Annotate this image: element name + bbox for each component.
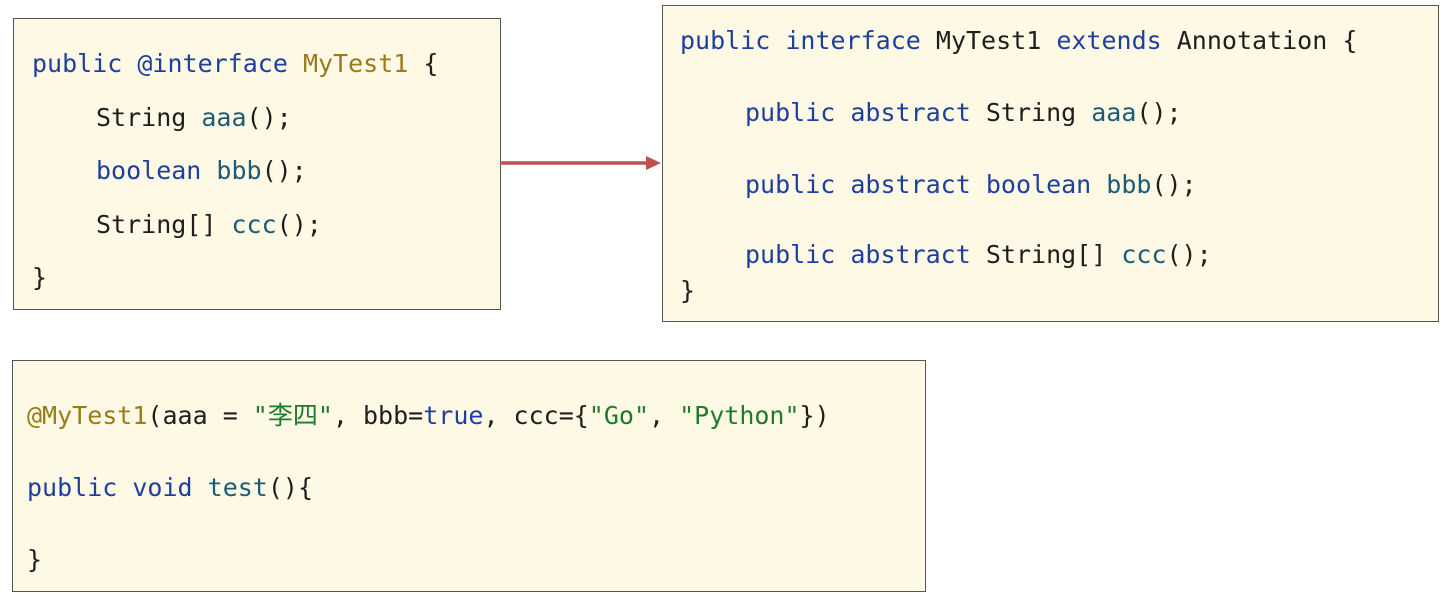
keyword: public [32,49,123,78]
type: String [985,98,1077,127]
method-name: ccc [231,210,277,239]
brace: } [680,276,696,305]
punctuation: (); [246,103,292,132]
argument-name: , ccc={ [483,401,589,430]
code-line: } [27,545,42,575]
punctuation: (); [1151,170,1197,199]
annotation-usage-box: @MyTest1(aaa = "李四", bbb=true, ccc={"Go"… [12,360,926,592]
type: String [96,103,187,132]
type: String[] [96,210,217,239]
code-line: public @interface MyTest1 { [32,49,438,79]
keyword: extends [1056,26,1162,55]
interface-equivalent-box: public interface MyTest1 extends Annotat… [662,5,1439,322]
keyword: public [745,170,836,199]
code-line: public void test(){ [27,473,313,503]
punctuation: ( [147,401,163,430]
brace: } [32,263,48,292]
code-line: String aaa(); [96,103,292,133]
method-name: ccc [1121,240,1167,269]
argument-name: aaa = [162,401,253,430]
punctuation: (); [1136,98,1182,127]
keyword: public [745,98,836,127]
method-name: bbb [1106,170,1152,199]
code-line: public abstract boolean bbb(); [745,170,1197,200]
boolean-literal: true [423,401,484,430]
keyword: abstract [850,98,971,127]
method-name: aaa [1091,98,1137,127]
type: boolean [96,156,202,185]
parent-type: Annotation [1176,26,1328,55]
brace: { [423,49,439,78]
code-line: } [680,276,695,306]
brace: } [27,545,43,574]
punctuation: (); [1166,240,1212,269]
interface-name: MyTest1 [935,26,1042,55]
method-name: bbb [216,156,262,185]
string-literal: "李四" [252,401,333,430]
annotation-name: @MyTest1 [27,401,148,430]
keyword: public [680,26,771,55]
keyword: void [132,473,193,502]
code-line: @MyTest1(aaa = "李四", bbb=true, ccc={"Go"… [27,401,830,431]
punctuation: (); [276,210,322,239]
method-name: test [207,473,268,502]
method-name: aaa [201,103,247,132]
code-line: public interface MyTest1 extends Annotat… [680,26,1357,56]
code-line: boolean bbb(); [96,156,307,186]
punctuation: (){ [267,473,314,502]
arrow-right-icon [500,156,661,170]
punctuation: (); [261,156,307,185]
keyword: @interface [137,49,288,78]
string-literal: "Python" [679,401,800,430]
keyword: interface [785,26,921,55]
annotation-name: MyTest1 [302,49,409,78]
annotation-declaration-box: public @interface MyTest1 { String aaa()… [13,18,501,310]
punctuation: }) [799,401,830,430]
keyword: public [27,473,118,502]
code-line: public abstract String aaa(); [745,98,1182,128]
type: String[] [985,240,1107,269]
code-line: public abstract String[] ccc(); [745,240,1212,270]
string-literal: "Go" [588,401,650,430]
type: boolean [985,170,1092,199]
keyword: abstract [850,240,971,269]
keyword: abstract [850,170,971,199]
punctuation: , [649,401,680,430]
argument-name: , bbb= [332,401,424,430]
code-line: } [32,263,47,293]
keyword: public [745,240,836,269]
code-line: String[] ccc(); [96,210,322,240]
brace: { [1342,26,1358,55]
